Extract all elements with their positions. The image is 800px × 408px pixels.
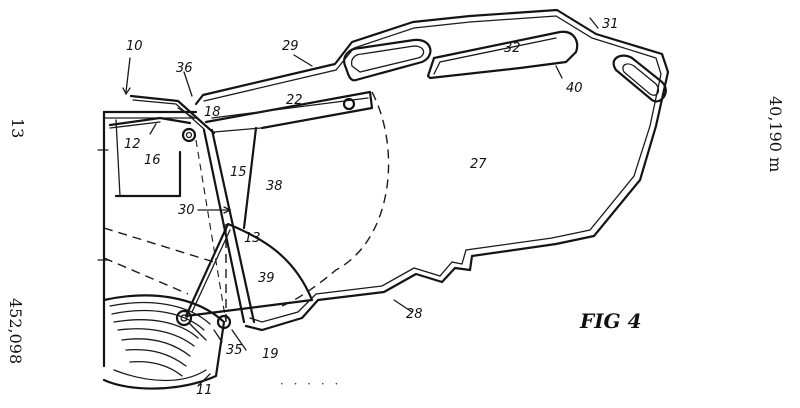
ref-39: 39 <box>258 271 275 286</box>
top-hood-parts <box>108 94 216 143</box>
ref-35: 35 <box>226 343 243 358</box>
base-frame <box>97 110 198 368</box>
patent-number: 40,190 m <box>766 96 785 172</box>
document-number: 452,098 <box>6 298 25 364</box>
ref-18: 18 <box>204 105 221 120</box>
ref-13: 13 <box>244 231 261 246</box>
inner-flap <box>204 90 374 130</box>
ref-27: 27 <box>470 157 487 172</box>
guide-lines <box>103 224 227 322</box>
scan-dots: · · · · · <box>280 377 341 391</box>
ref-19: 19 <box>262 347 279 362</box>
sector-guard <box>184 222 314 318</box>
ref-12: 12 <box>124 137 141 152</box>
ref-32: 32 <box>504 41 521 56</box>
ref-36: 36 <box>176 61 193 76</box>
ref-28: 28 <box>406 307 423 322</box>
ref-30: 30 <box>178 203 195 218</box>
figure-label: FIG 4 <box>579 309 642 333</box>
leader-lines <box>122 17 599 387</box>
ref-38: 38 <box>266 179 283 194</box>
ref-22: 22 <box>286 93 303 108</box>
ref-11: 11 <box>196 383 213 398</box>
reference-numerals: 10 36 18 12 16 15 38 30 13 39 29 22 27 3… <box>124 17 619 398</box>
ref-16: 16 <box>144 153 161 168</box>
ref-29: 29 <box>282 39 299 54</box>
ref-10: 10 <box>126 39 143 54</box>
ref-31: 31 <box>602 17 619 32</box>
ref-40: 40 <box>566 81 583 96</box>
swing-arc <box>281 91 390 307</box>
page-number: 13 <box>8 118 27 138</box>
ref-15: 15 <box>230 165 247 180</box>
blade-disc <box>102 294 232 390</box>
hood-body <box>194 8 670 332</box>
